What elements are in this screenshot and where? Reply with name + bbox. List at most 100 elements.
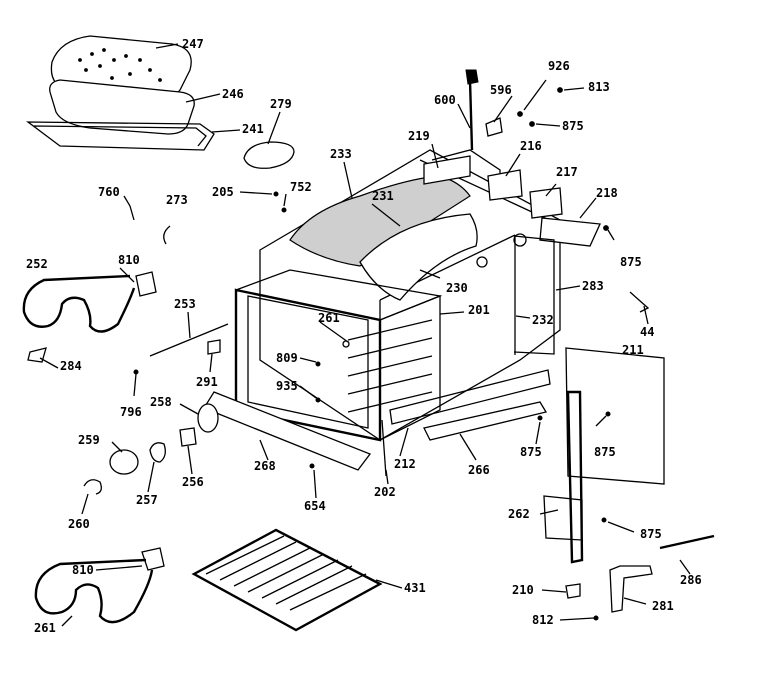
label-810b: 810 — [72, 563, 94, 577]
label-253: 253 — [174, 297, 196, 311]
bulb-257 — [149, 442, 166, 463]
screw-875a — [529, 121, 535, 127]
bottom-trim-268 — [203, 391, 372, 471]
label-259: 259 — [78, 433, 100, 447]
label-205: 205 — [212, 185, 234, 199]
screw-760 — [129, 205, 135, 221]
label-247: 247 — [182, 37, 204, 51]
label-260: 260 — [68, 517, 90, 531]
label-257: 257 — [136, 493, 158, 507]
part-labels: 247 246 241 279 205 752 760 273 233 231 … — [26, 37, 702, 635]
label-286: 286 — [680, 573, 702, 587]
label-291: 291 — [196, 375, 218, 389]
label-760: 760 — [98, 185, 120, 199]
label-44: 44 — [640, 325, 654, 339]
label-875e: 875 — [640, 527, 662, 541]
label-216: 216 — [520, 139, 542, 153]
label-812: 812 — [532, 613, 554, 627]
label-284: 284 — [60, 359, 82, 373]
control-panel-brackets — [423, 155, 601, 247]
label-813: 813 — [588, 80, 610, 94]
label-600: 600 — [434, 93, 456, 107]
label-431: 431 — [404, 581, 426, 595]
label-268: 268 — [254, 459, 276, 473]
light-socket-258 — [197, 403, 219, 433]
bracket-44 — [629, 291, 650, 313]
rod-253 — [149, 323, 229, 357]
clip-273 — [163, 225, 171, 245]
element-bracket-810a — [135, 271, 157, 297]
label-926: 926 — [548, 59, 570, 73]
bake-element-252 — [22, 274, 136, 333]
oven-liner — [234, 269, 443, 442]
frame-202 — [381, 419, 387, 477]
clip-284 — [27, 347, 47, 363]
lens-259 — [109, 449, 139, 475]
socket-256 — [179, 427, 197, 447]
hinge-cover-210 — [565, 583, 581, 599]
screw-796 — [133, 369, 139, 375]
label-233: 233 — [330, 147, 352, 161]
side-panel-283 — [513, 235, 555, 355]
label-810a: 810 — [118, 253, 140, 267]
screw-926 — [517, 111, 523, 117]
screw-752 — [281, 207, 287, 213]
handle-286 — [659, 534, 715, 550]
label-258: 258 — [150, 395, 172, 409]
screw-812 — [593, 615, 599, 621]
label-752: 752 — [290, 180, 312, 194]
clip-260 — [83, 479, 102, 495]
label-201: 201 — [468, 303, 490, 317]
bracket-596 — [485, 117, 503, 137]
label-219: 219 — [408, 129, 430, 143]
bottom-panel-212 — [389, 369, 551, 425]
label-283: 283 — [582, 279, 604, 293]
bottom-rail-266 — [423, 401, 548, 441]
screw-205 — [273, 191, 279, 197]
label-875a: 875 — [562, 119, 584, 133]
label-232: 232 — [532, 313, 554, 327]
label-246: 246 — [222, 87, 244, 101]
label-217: 217 — [556, 165, 578, 179]
label-218: 218 — [596, 186, 618, 200]
leader-lines — [39, 43, 691, 627]
light-lens-279 — [243, 141, 295, 169]
label-241: 241 — [242, 122, 264, 136]
label-231: 231 — [372, 189, 394, 203]
label-875d: 875 — [520, 445, 542, 459]
label-266: 266 — [468, 463, 490, 477]
label-596: 596 — [490, 83, 512, 97]
label-273: 273 — [166, 193, 188, 207]
oven-rack-431 — [191, 528, 383, 632]
label-654: 654 — [304, 499, 326, 513]
label-281: 281 — [652, 599, 674, 613]
label-261: 261 — [318, 311, 340, 325]
label-256: 256 — [182, 475, 204, 489]
label-875c: 875 — [594, 445, 616, 459]
label-212: 212 — [394, 457, 416, 471]
switch-291 — [207, 339, 221, 355]
label-261b: 261 — [34, 621, 56, 635]
label-211: 211 — [622, 343, 644, 357]
label-935: 935 — [276, 379, 298, 393]
label-875b: 875 — [620, 255, 642, 269]
element-bracket-810b — [141, 547, 165, 571]
door-panel-211 — [543, 347, 665, 564]
broil-element-261 — [34, 558, 154, 624]
label-230: 230 — [446, 281, 468, 295]
screw-654 — [309, 463, 315, 469]
label-210: 210 — [512, 583, 534, 597]
label-279: 279 — [270, 97, 292, 111]
thermostat-600 — [465, 69, 479, 151]
screw-875c — [537, 415, 543, 421]
screw-875b — [603, 225, 609, 231]
label-252: 252 — [26, 257, 48, 271]
broiler-pan-frame-241 — [26, 121, 215, 151]
label-809: 809 — [276, 351, 298, 365]
hinge-281 — [609, 565, 653, 613]
label-262: 262 — [508, 507, 530, 521]
screw-875e — [601, 517, 607, 523]
screw-813 — [557, 87, 563, 93]
label-796: 796 — [120, 405, 142, 419]
